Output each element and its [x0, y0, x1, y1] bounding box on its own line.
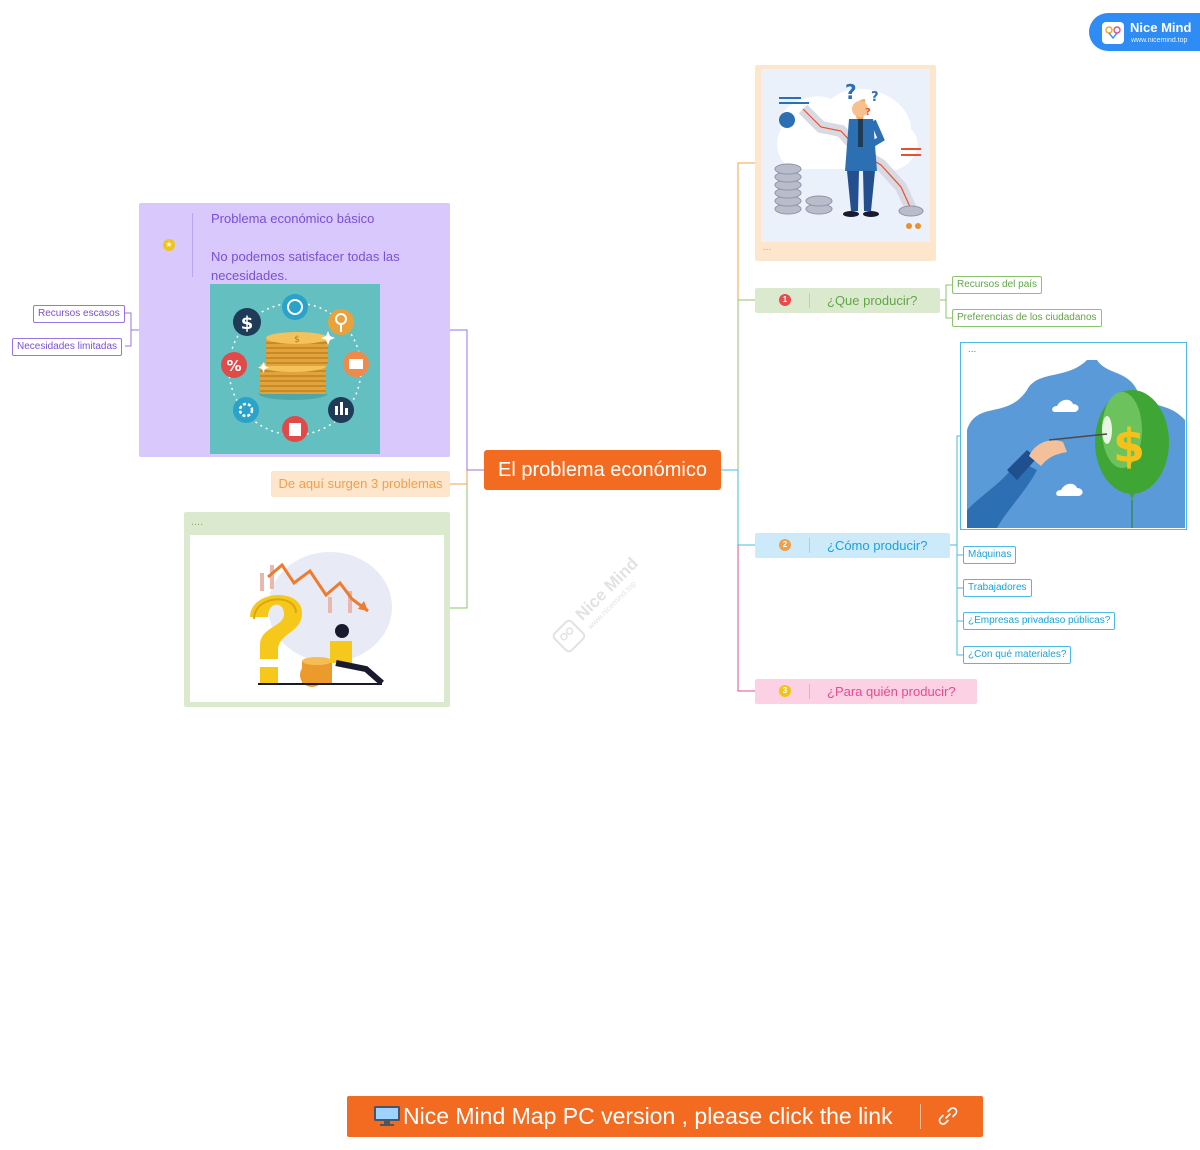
question-image-card[interactable]: .... $ — [184, 512, 450, 707]
tag-materiales[interactable]: ¿Con qué materiales? — [963, 646, 1072, 664]
pc-version-banner[interactable]: Nice Mind Map PC version , please click … — [347, 1096, 983, 1137]
tag-empresas[interactable]: ¿Empresas privadaso públicas? — [963, 612, 1116, 630]
branch-para-quien-producir[interactable]: 3 ¿Para quién producir? — [755, 679, 977, 704]
balloon-image-card[interactable]: ... $ — [960, 342, 1187, 530]
coins-illustration: $ $ % — [210, 284, 380, 454]
tag-recursos-del-pais[interactable]: Recursos del país — [952, 276, 1043, 294]
branch-divider — [809, 538, 810, 553]
branch-label: ¿Que producir? — [827, 293, 918, 308]
branch-label: ¿Para quién producir? — [827, 684, 956, 699]
watermark: Nice Mind www.nicemind.top — [531, 526, 679, 674]
root-node[interactable]: El problema económico — [484, 450, 721, 490]
svg-text:$: $ — [1113, 419, 1145, 473]
tag-necesidades-limitadas[interactable]: Necesidades limitadas — [12, 338, 123, 356]
tag-trabajadores[interactable]: Trabajadores — [963, 579, 1032, 597]
card-note: .... — [191, 516, 204, 528]
basic-problem-card[interactable]: ★ Problema económico básico No podemos s… — [139, 203, 450, 457]
card-title: Problema económico básico — [211, 211, 375, 226]
balloon-illustration: $ — [967, 360, 1185, 528]
card-note: ... — [763, 242, 772, 253]
svg-text:?: ? — [845, 80, 857, 104]
watermark-logo-icon — [552, 619, 586, 653]
monitor-icon — [374, 1106, 400, 1126]
tag-maquinas[interactable]: Máquinas — [963, 546, 1017, 564]
number-badge-3: 3 — [779, 685, 791, 697]
brand-name: Nice Mind — [1130, 20, 1192, 35]
banner-text: Nice Mind Map PC version , please click … — [403, 1103, 893, 1129]
branch-label: ¿Cómo producir? — [827, 538, 928, 553]
branch-divider — [809, 684, 810, 699]
worried-man-illustration: ? ? ? — [774, 80, 924, 229]
branch-divider — [809, 293, 810, 308]
problems-branch[interactable]: De aquí surgen 3 problemas — [271, 471, 450, 497]
tag-preferencias-ciudadanos[interactable]: Preferencias de los ciudadanos — [952, 309, 1102, 327]
tag-recursos-escasos[interactable]: Recursos escasos — [33, 305, 125, 323]
brand-logo[interactable]: Nice Mind www.nicemind.top — [1089, 13, 1200, 51]
balloon-illustration-frame: $ — [967, 360, 1185, 528]
nice-mind-logo-icon — [1102, 22, 1124, 44]
number-badge-2: 2 — [779, 539, 791, 551]
brand-url: www.nicemind.top — [1131, 37, 1188, 44]
svg-text:%: % — [226, 357, 241, 375]
card-description: No podemos satisfacer todas las necesida… — [211, 249, 400, 283]
card-note: ... — [968, 344, 977, 355]
question-mark-illustration: $ — [250, 552, 392, 687]
banner-divider — [920, 1104, 921, 1129]
worried-man-image-card[interactable]: ? ? ? ... — [755, 65, 936, 261]
link-icon[interactable] — [937, 1105, 959, 1127]
branch-que-producir[interactable]: 1 ¿Que producir? — [755, 288, 940, 313]
number-badge-1: 1 — [779, 294, 791, 306]
svg-text:$: $ — [294, 335, 300, 345]
question-illustration-frame: $ — [190, 535, 444, 702]
card-text: Problema económico básico No podemos sat… — [211, 209, 443, 285]
worried-man-illustration-frame: ? ? ? — [761, 69, 930, 242]
svg-text:$: $ — [241, 313, 254, 334]
svg-text:?: ? — [865, 107, 871, 118]
svg-text:?: ? — [871, 90, 879, 105]
card-divider — [192, 213, 193, 277]
branch-como-producir[interactable]: 2 ¿Cómo producir? — [755, 533, 950, 558]
star-icon: ★ — [163, 239, 175, 251]
